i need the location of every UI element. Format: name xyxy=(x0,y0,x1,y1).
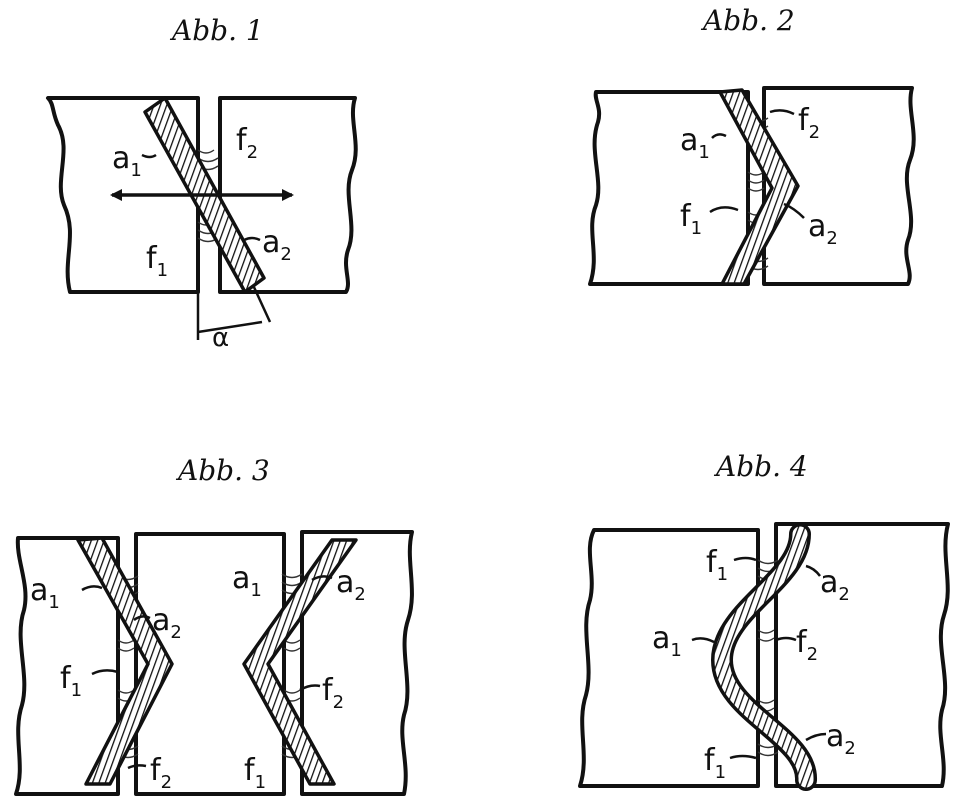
fig3-rod-left xyxy=(76,536,174,786)
fig2-leader-a1 xyxy=(711,133,727,139)
fig4-leader-f1-top xyxy=(733,556,757,562)
fig4-leader-a2-top xyxy=(805,564,821,577)
figure-2: Abb. 2 a1 f2 f1 a2 xyxy=(588,4,916,286)
fig3-label-a1-right: a1 xyxy=(232,561,262,601)
fig3-label-a1-left: a1 xyxy=(30,573,60,613)
fig4-rod-hatch xyxy=(714,526,814,788)
fig2-plate-left xyxy=(588,90,750,286)
fig2-plate-right xyxy=(762,86,916,286)
fig3-label-f1-right: f1 xyxy=(244,753,266,793)
fig4-label-a2-bottom: a2 xyxy=(826,719,856,759)
figure-3-title: Abb. 3 xyxy=(175,454,270,487)
fig2-rod xyxy=(718,88,800,286)
fig1-label-a1: a1 xyxy=(112,141,142,181)
figure-4: Abb. 4 f1 a2 a1 f2 a2 f1 xyxy=(578,450,950,791)
fig2-label-f2: f2 xyxy=(798,103,820,143)
figure-1-title: Abb. 1 xyxy=(169,14,264,47)
fig1-leader-a1 xyxy=(141,153,157,159)
fig4-leader-f2 xyxy=(775,636,797,642)
fig4-label-f1-bottom: f1 xyxy=(704,743,726,783)
fig3-label-f2-left: f2 xyxy=(150,753,172,793)
fig4-leader-a2-bottom xyxy=(805,732,827,742)
fig3-leader-f1-left xyxy=(91,669,119,676)
figure-1: Abb. 1 α a1 f2 f1 a2 xyxy=(46,14,358,353)
fig3-label-a2-left: a2 xyxy=(152,603,182,643)
fig1-angle-arc xyxy=(197,320,263,334)
fig2-label-f1: f1 xyxy=(680,199,702,239)
fig1-angle-label: α xyxy=(212,323,229,353)
fig3-plate-left xyxy=(14,536,120,796)
fig2-label-a2: a2 xyxy=(808,209,838,249)
fig4-label-f2: f2 xyxy=(796,625,818,665)
fig1-leader-a2 xyxy=(243,236,261,242)
fig1-label-f1: f1 xyxy=(146,241,168,281)
fig2-label-a1: a1 xyxy=(680,123,710,163)
fig4-label-f1-top: f1 xyxy=(706,545,728,585)
figure-2-title: Abb. 2 xyxy=(700,4,795,37)
fig3-label-f1-left: f1 xyxy=(60,661,82,701)
fig4-plate-left xyxy=(578,528,760,788)
fig3-leader-a1-left xyxy=(81,585,103,592)
fig2-leader-a2 xyxy=(783,202,805,219)
fig3-leader-a2-right xyxy=(311,575,333,582)
fig4-leader-a1 xyxy=(691,637,715,644)
fig1-angle-ref-axis xyxy=(251,284,272,323)
fig4-plate-right xyxy=(774,522,950,788)
fig1-label-a2: a2 xyxy=(262,225,292,265)
figure-4-title: Abb. 4 xyxy=(713,450,808,483)
fig3-plate-right xyxy=(300,530,414,796)
fig3-leader-f2-left xyxy=(127,764,147,770)
fig4-label-a1: a1 xyxy=(652,621,682,661)
fig3-label-a2-right: a2 xyxy=(336,565,366,605)
fig1-label-f2: f2 xyxy=(236,123,258,163)
figure-3: Abb. 3 a1 a2 f1 f2 a1 a2 f2 xyxy=(14,454,414,796)
fig3-rod-right xyxy=(242,538,358,786)
fig3-leader-a2-left xyxy=(133,615,151,622)
fig4-label-a2-top: a2 xyxy=(820,565,850,605)
fig2-leader-f2 xyxy=(769,109,795,116)
fig3-label-f2-right: f2 xyxy=(322,673,344,713)
fig4-leader-f1-bottom xyxy=(729,754,757,760)
fig2-leader-f1 xyxy=(709,206,739,214)
fig3-leader-f2-right xyxy=(299,684,321,692)
